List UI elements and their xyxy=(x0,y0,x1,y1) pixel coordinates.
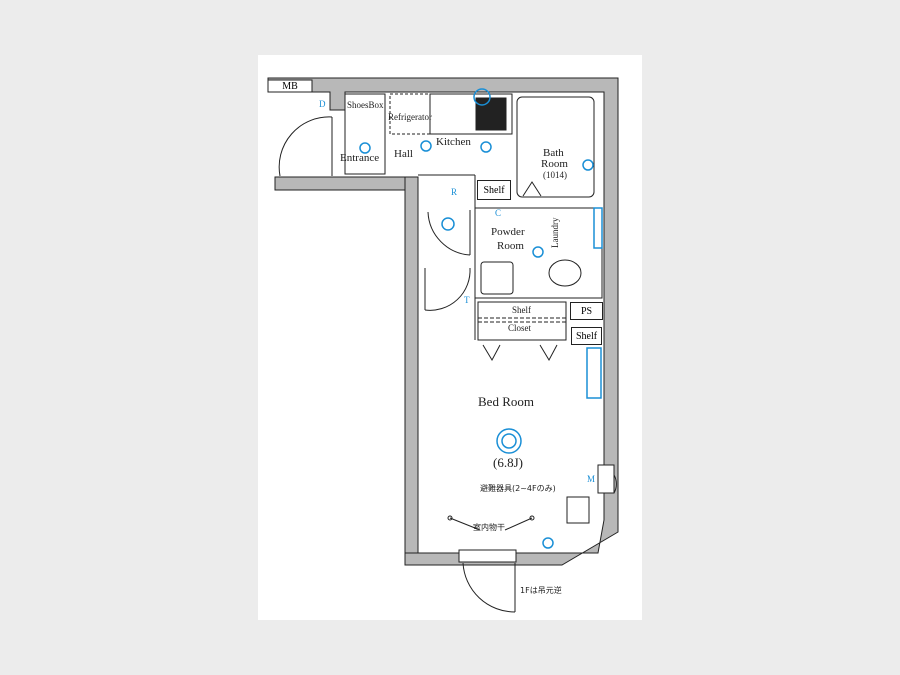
ps-box: PS xyxy=(570,302,603,320)
entrance-wall xyxy=(274,176,419,191)
bath-label-2: Room xyxy=(541,158,568,170)
shelf-bedroom: Shelf xyxy=(571,327,602,345)
light-icon xyxy=(420,140,432,152)
closet-shelf-label: Shelf xyxy=(512,305,531,315)
bedroom-label: Bed Room xyxy=(478,394,534,409)
door-note-label: 1Fは吊元逆 xyxy=(520,586,562,595)
shoes-box-label: ShoesBox xyxy=(347,100,384,110)
indoor-drying-label: 室内物干 xyxy=(473,523,505,532)
refrigerator-label: Refrigerator xyxy=(388,112,432,122)
mb-label: MB xyxy=(282,80,298,92)
escape-device-label: 避難器具(2~4Fのみ) xyxy=(480,484,556,493)
laundry-label: Laundry xyxy=(550,217,560,249)
bedroom-size: (6.8J) xyxy=(493,455,523,470)
outlet-icon xyxy=(473,88,491,106)
light-icon xyxy=(359,142,371,154)
light-icon xyxy=(441,217,455,231)
shelf-kitchen: Shelf xyxy=(477,180,511,200)
left-wall xyxy=(404,176,419,554)
powder-label-1: Powder xyxy=(491,226,525,238)
closet-label: Closet xyxy=(508,323,532,333)
kitchen-label: Kitchen xyxy=(436,136,471,148)
m-symbol: M xyxy=(587,474,596,484)
light-icon xyxy=(480,141,492,153)
floor-plan-drawing xyxy=(267,77,619,613)
r-symbol: R xyxy=(451,187,458,197)
bath-label-1: Bath xyxy=(543,147,564,159)
c-symbol: C xyxy=(495,208,502,218)
ceiling-light-icon xyxy=(496,428,522,454)
hall-label: Hall xyxy=(394,148,413,160)
d-symbol: D xyxy=(319,99,326,109)
outer-wall xyxy=(267,77,619,566)
entrance-label: Entrance xyxy=(340,152,380,164)
bath-size: (1014) xyxy=(543,170,567,180)
t-symbol: T xyxy=(464,295,470,305)
powder-label-2: Room xyxy=(497,240,524,252)
light-icon xyxy=(532,246,544,258)
floor-plan: MB ShoesBox Refrigerator Entrance Hall K… xyxy=(258,55,642,620)
